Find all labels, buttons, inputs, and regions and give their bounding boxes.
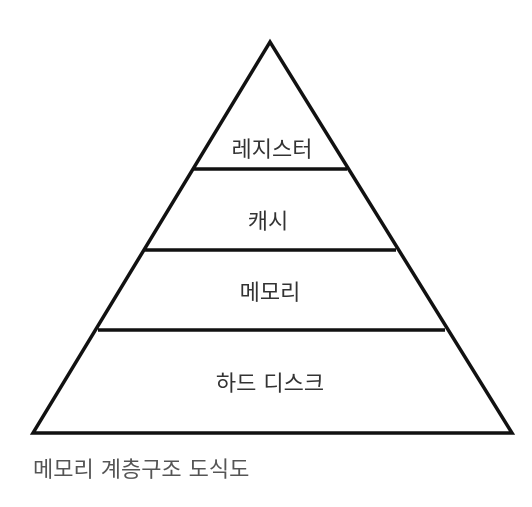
level-label-cache: 캐시 xyxy=(248,210,288,235)
level-label-registers: 레지스터 xyxy=(232,138,313,163)
level-label-memory: 메모리 xyxy=(240,281,301,306)
level-label-hard-disk: 하드 디스크 xyxy=(216,372,324,397)
pyramid-outline xyxy=(29,38,516,435)
figure-caption: 메모리 계층구조 도식도 xyxy=(33,458,250,483)
